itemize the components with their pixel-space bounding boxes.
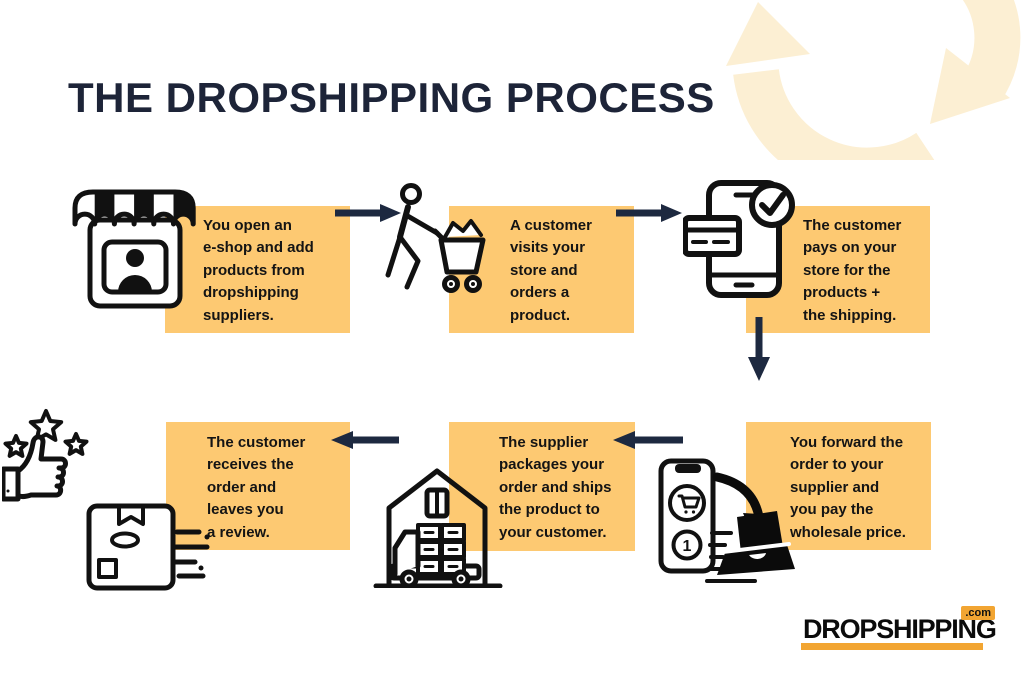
- arrow-left-step4-step5-icon: [613, 431, 683, 449]
- step-2-box: A customer visits your store and orders …: [449, 206, 634, 333]
- thumbs-up-review-icon: [2, 409, 89, 502]
- svg-text:1: 1: [683, 538, 692, 555]
- page-title: THE DROPSHIPPING PROCESS: [68, 74, 715, 121]
- step-1-box: You open an e-shop and add products from…: [165, 206, 350, 333]
- step-4-text: You forward the order to your supplier a…: [790, 434, 906, 541]
- step-5-box: The supplier packages your order and shi…: [449, 422, 635, 551]
- warehouse-truck-icon: [373, 468, 503, 588]
- step-5-text: The supplier packages your order and shi…: [499, 434, 612, 541]
- arrow-down-step3-step4-icon: [748, 317, 770, 381]
- package-box-icon: [86, 503, 210, 591]
- dropshipping-logo: DROPSHIPPING .com: [795, 606, 997, 654]
- arrow-right-step2-step3-icon: [616, 204, 682, 222]
- step-6-box: The customer receives the order and leav…: [166, 422, 350, 550]
- step-6-text: The customer receives the order and leav…: [207, 434, 306, 541]
- step-2-text: A customer visits your store and orders …: [510, 217, 592, 324]
- phone-payment-icon: [683, 180, 795, 298]
- storefront-icon: [72, 189, 196, 309]
- step-3-text: The customer pays on your store for the …: [803, 217, 902, 324]
- logo-tld-badge: .com: [961, 606, 995, 620]
- customer-cart-icon: [385, 183, 486, 293]
- arrow-right-step1-step2-icon: [335, 204, 401, 222]
- cycle-arrows-decoration-icon: [726, 0, 1021, 160]
- arrow-left-step5-step6-icon: [331, 431, 399, 449]
- forward-order-icon: 1: [658, 458, 795, 583]
- step-1-text: You open an e-shop and add products from…: [203, 217, 314, 324]
- logo-underline: [801, 643, 983, 650]
